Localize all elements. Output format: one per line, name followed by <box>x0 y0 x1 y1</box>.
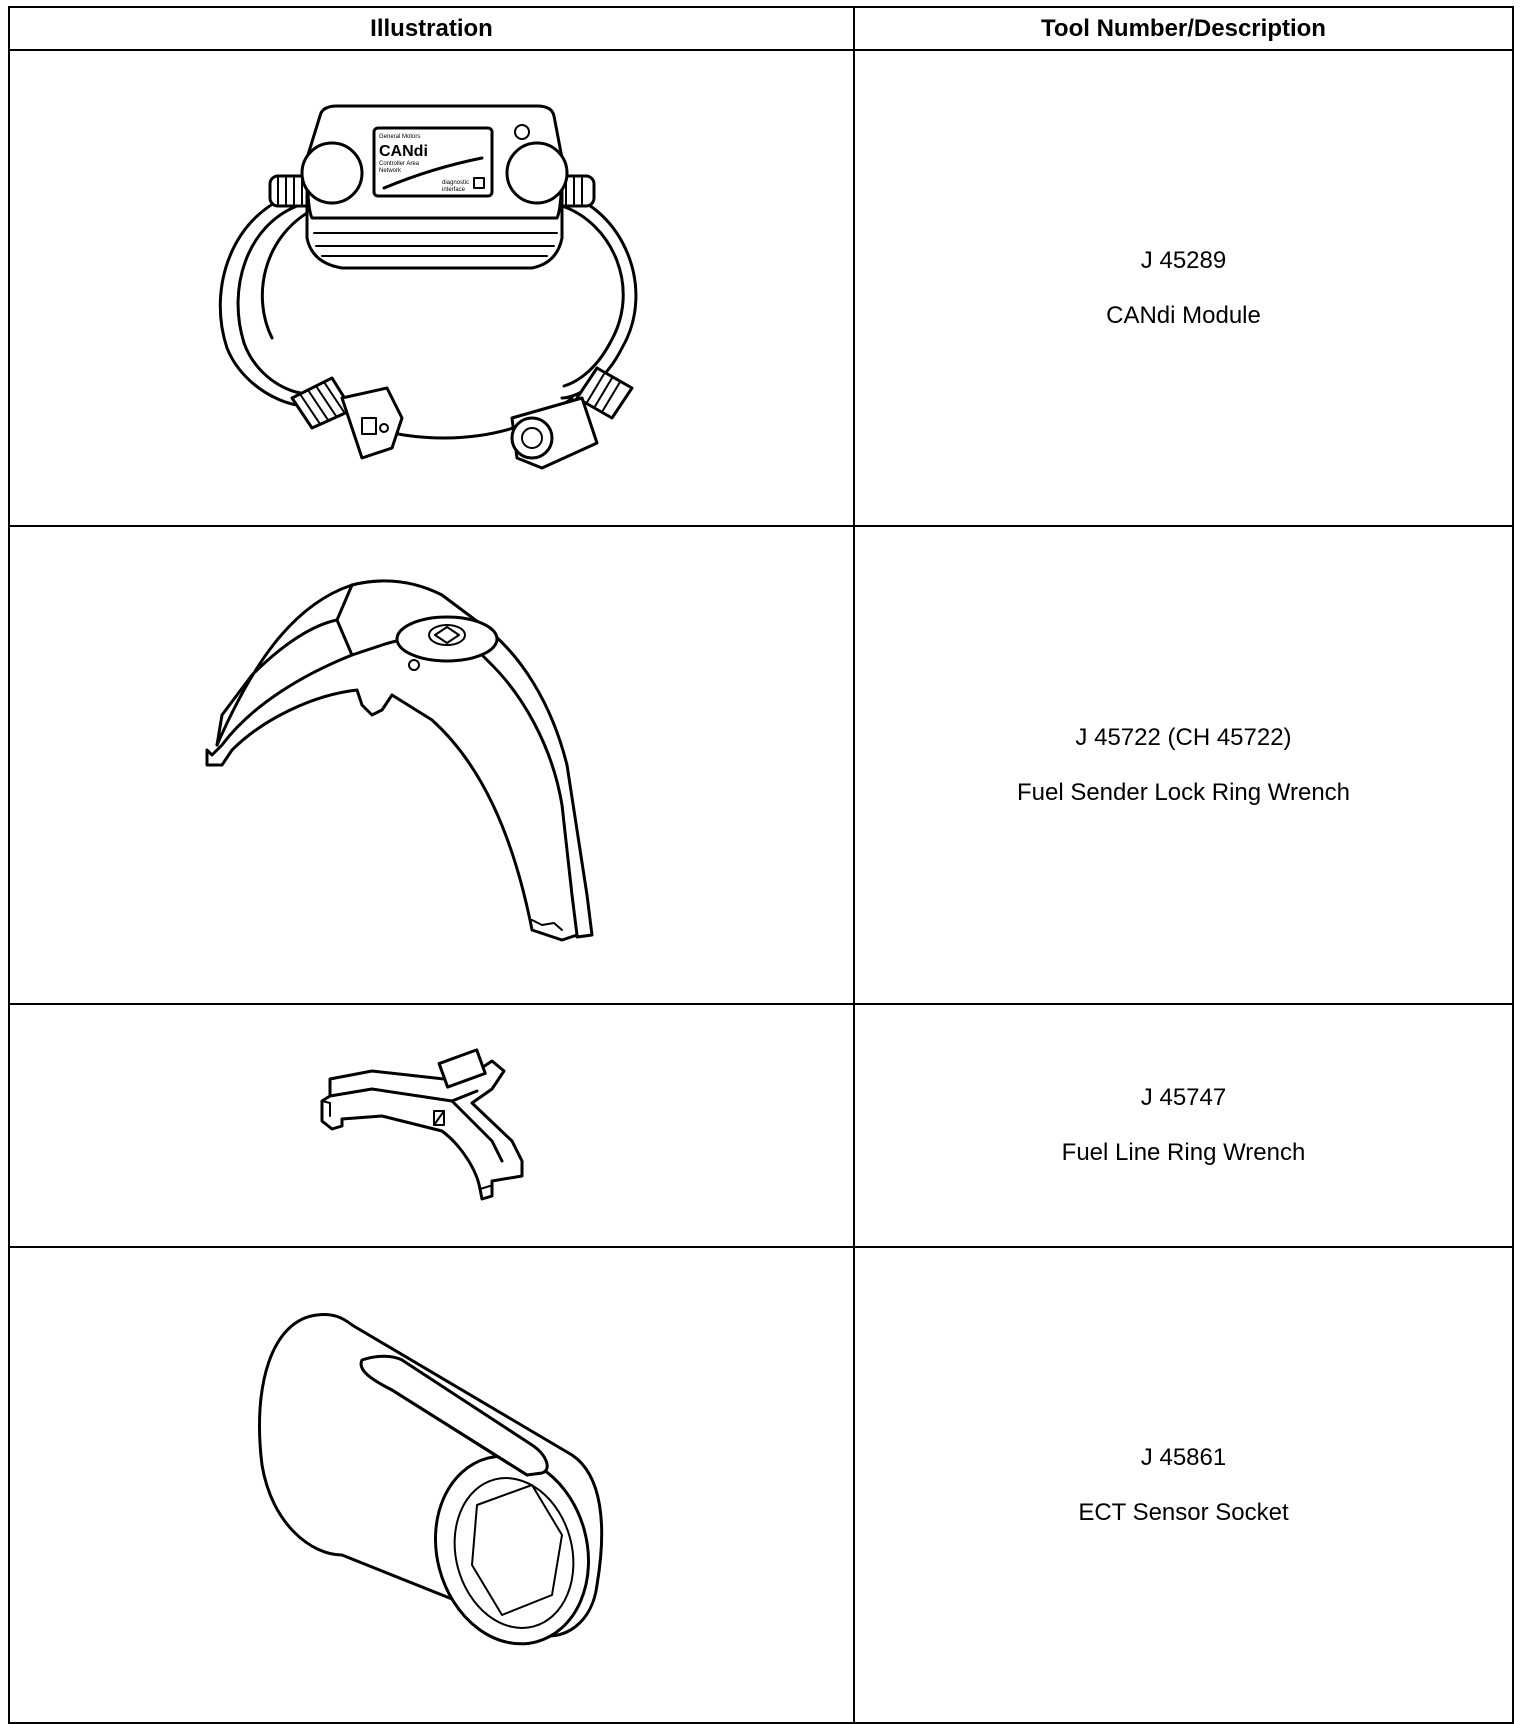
tool-description-cell: J 45861 ECT Sensor Socket <box>853 1246 1514 1724</box>
tool-description-cell: J 45747 Fuel Line Ring Wrench <box>853 1003 1514 1248</box>
tool-number: J 45747 <box>1140 1084 1227 1111</box>
tool-number: J 45722 (CH 45722) <box>1075 723 1292 751</box>
candi-label-text: diagnostic <box>442 180 469 186</box>
candi-label-text: interface <box>442 187 466 193</box>
tool-description-cell: J 45289 CANdi Module <box>853 49 1514 527</box>
table-row: J 45722 (CH 45722) Fuel Sender Lock Ring… <box>8 525 1514 1005</box>
illustration-cell <box>8 1246 855 1724</box>
illustration-cell: General Motors CANdi Controller Area Net… <box>8 49 855 527</box>
candi-label-text: Network <box>379 168 402 174</box>
table-row: General Motors CANdi Controller Area Net… <box>8 49 1514 527</box>
tool-description: ECT Sensor Socket <box>1078 1498 1289 1526</box>
illustration-cell <box>8 525 855 1005</box>
tool-description: CANdi Module <box>1106 301 1261 329</box>
candi-logo-text: CANdi <box>379 143 428 160</box>
tool-column-header: Tool Number/Description <box>853 6 1514 51</box>
tool-description: Fuel Line Ring Wrench <box>1061 1139 1306 1166</box>
lock-ring-wrench-illustration <box>205 579 593 942</box>
ect-sensor-socket-illustration <box>257 1313 603 1646</box>
tool-number: J 45289 <box>1140 246 1227 274</box>
tool-description-cell: J 45722 (CH 45722) Fuel Sender Lock Ring… <box>853 525 1514 1005</box>
illustration-cell <box>8 1003 855 1248</box>
table-row: J 45747 Fuel Line Ring Wrench <box>8 1003 1514 1248</box>
illustration-column-header: Illustration <box>8 6 855 51</box>
fuel-line-ring-wrench-illustration <box>320 1047 523 1200</box>
candi-module-illustration: General Motors CANdi Controller Area Net… <box>218 104 637 470</box>
tool-description: Fuel Sender Lock Ring Wrench <box>1016 778 1351 806</box>
header-row: Illustration Tool Number/Description <box>8 6 1514 51</box>
table-row: J 45861 ECT Sensor Socket <box>8 1246 1514 1724</box>
candi-brand-text: General Motors <box>379 134 420 140</box>
tool-number: J 45861 <box>1140 1443 1227 1471</box>
candi-label-text: Controller Area <box>379 161 420 167</box>
special-tools-table: Illustration Tool Number/Description <box>8 6 1514 1724</box>
